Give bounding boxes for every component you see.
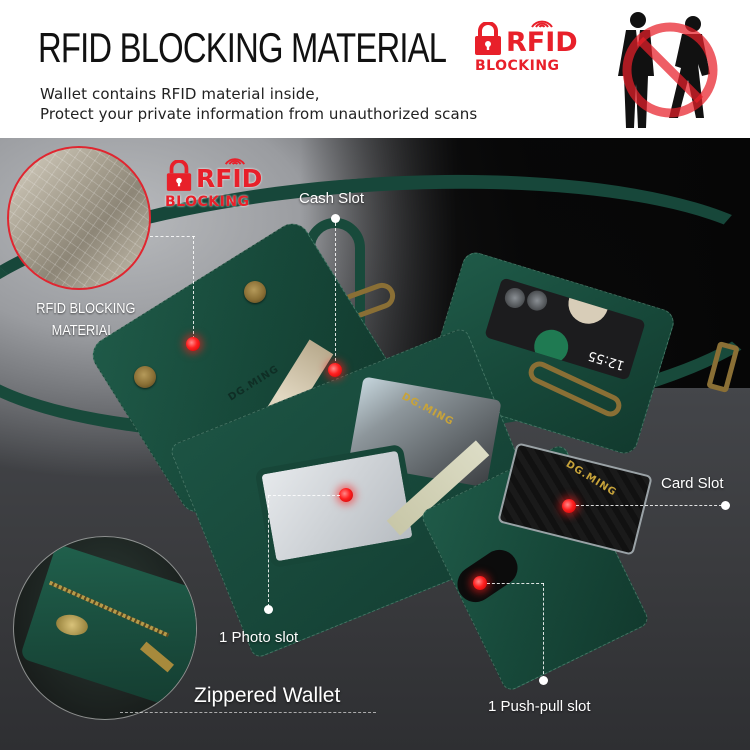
camera-lens [524, 288, 550, 314]
callout-cash-slot: Cash Slot [299, 190, 365, 207]
blocking-caption: BLOCKING [475, 58, 560, 74]
zippered-wallet-closeup [13, 536, 197, 720]
magnetic-snap [134, 366, 156, 388]
callout-line [120, 712, 376, 713]
rfid-material-label: RFID BLOCKING MATERIAL [36, 298, 136, 342]
card-brand: DG.MING [563, 458, 619, 499]
subtitle-line-1: Wallet contains RFID material inside, [40, 85, 320, 103]
hotspot-cash-slot [328, 363, 342, 377]
callout-line [576, 505, 722, 506]
rfid-blocking-badge: RFID BLOCKING [473, 20, 578, 74]
rfid-word: RFID [196, 164, 263, 193]
callout-anchor-dot [264, 605, 273, 614]
hotspot-photo-slot [339, 488, 353, 502]
hotspot-push-pull-slot [473, 576, 487, 590]
callout-anchor-dot [539, 676, 548, 685]
callout-line [150, 236, 195, 237]
callout-line [193, 236, 194, 344]
magnetic-snap [244, 281, 266, 303]
wireless-signal-icon [531, 20, 553, 28]
rfid-material-closeup [7, 146, 151, 290]
callout-zippered-wallet: Zippered Wallet [194, 684, 341, 707]
rfid-material-label-line-1: RFID BLOCKING [36, 300, 136, 317]
callout-line [335, 218, 336, 366]
hotspot-card-slot [562, 499, 576, 513]
card-brand: DG.MING [399, 391, 456, 428]
callout-photo-slot: 1 Photo slot [219, 629, 299, 646]
callout-card-slot: Card Slot [661, 475, 724, 492]
callout-line [268, 495, 340, 496]
blocking-caption: BLOCKING [165, 194, 250, 210]
callout-line [268, 495, 269, 607]
no-scanning-thief-icon [618, 12, 718, 128]
rfid-lock-icon [475, 22, 501, 55]
subtitle-line-2: Protect your private information from un… [40, 105, 478, 123]
header-banner: RFID BLOCKING MATERIAL Wallet contains R… [0, 0, 750, 138]
page-title: RFID BLOCKING MATERIAL [38, 24, 447, 71]
rfid-blocking-badge-photo: RFID BLOCKING [165, 158, 263, 210]
zip-pouch [19, 543, 196, 711]
callout-line [543, 583, 544, 679]
callout-line [487, 583, 544, 584]
phone-time: 12:55 [585, 347, 627, 373]
callout-anchor-dot [721, 501, 730, 510]
rfid-material-label-line-2: MATERIAL [51, 322, 115, 339]
product-photo: RFID BLOCKING MATERIAL RFID BLOCKING [0, 138, 750, 750]
rfid-word: RFID [506, 27, 578, 58]
hotspot-rfid-material [186, 337, 200, 351]
camera-lens [502, 285, 528, 311]
wireless-signal-icon [224, 158, 246, 165]
callout-push-pull-slot: 1 Push-pull slot [488, 698, 591, 715]
rfid-lock-icon [166, 160, 192, 191]
